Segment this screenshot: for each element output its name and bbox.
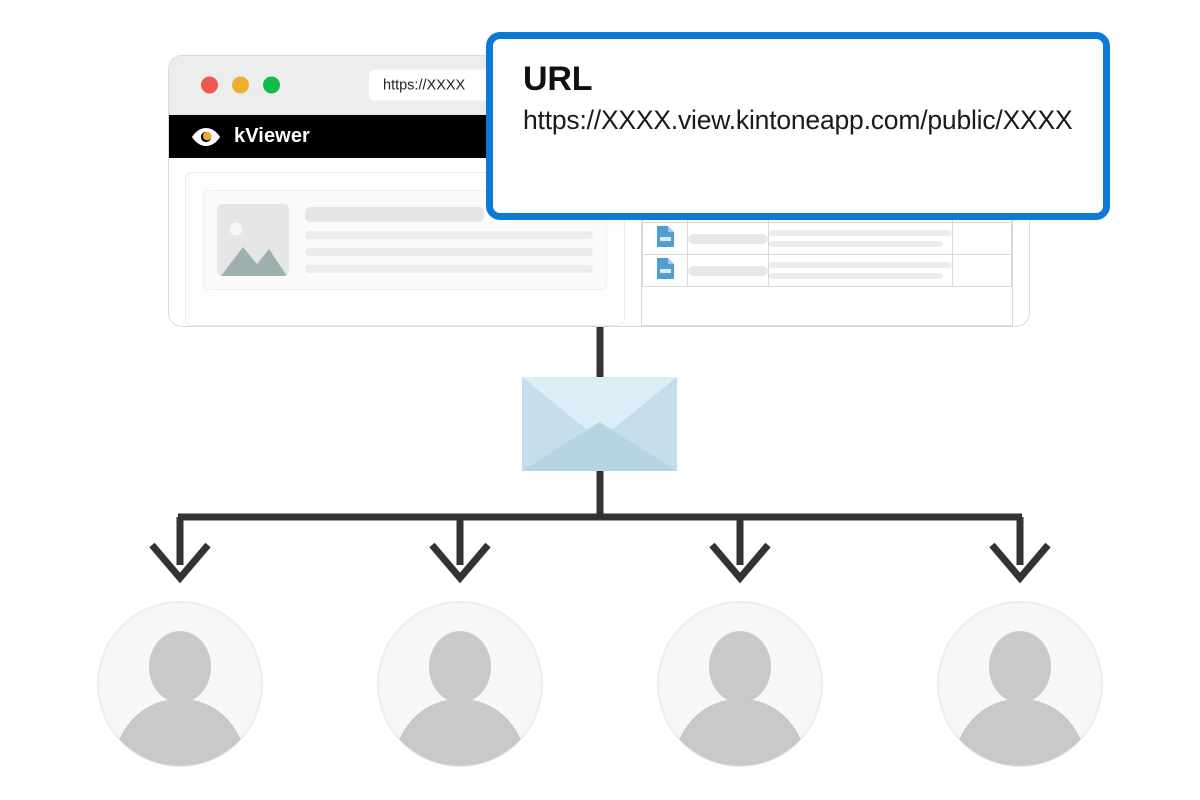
document-icon <box>656 225 674 247</box>
eye-icon <box>192 127 220 146</box>
traffic-lights <box>201 76 280 94</box>
close-window-button[interactable] <box>201 76 218 94</box>
row-pill-cell <box>687 222 769 255</box>
recipient-avatar[interactable] <box>657 601 823 767</box>
image-placeholder-icon <box>217 204 289 276</box>
recipient-avatar[interactable] <box>937 601 1103 767</box>
document-icon <box>656 257 674 279</box>
record-list-panel <box>641 172 1013 326</box>
browser-content <box>169 158 1029 326</box>
app-name-label: kViewer <box>234 125 310 147</box>
skeleton-line <box>305 265 593 273</box>
skeleton-title <box>305 207 484 222</box>
row-tail-cell <box>952 254 1012 287</box>
url-callout-label: URL <box>523 60 593 98</box>
mountain-image-glyph <box>221 222 287 276</box>
skeleton-line <box>305 231 593 239</box>
arrow-head-2 <box>429 542 491 584</box>
row-lines-cell <box>768 222 953 255</box>
row-tail-cell <box>952 222 1012 255</box>
recipient-avatar[interactable] <box>377 601 543 767</box>
address-bar-text: https://XXXX <box>383 77 466 93</box>
record-skeleton-text <box>305 204 593 276</box>
row-lines-cell <box>768 254 953 287</box>
envelope-icon <box>522 377 677 471</box>
url-callout-value[interactable]: https://XXXX.view.kintoneapp.com/public/… <box>523 104 1073 135</box>
row-icon-cell <box>642 222 688 255</box>
minimize-window-button[interactable] <box>232 76 249 94</box>
arrow-head-3 <box>709 542 771 584</box>
arrow-head-4 <box>989 542 1051 584</box>
table-row[interactable] <box>642 254 1012 287</box>
url-callout-box: URL https://XXXX.view.kintoneapp.com/pub… <box>486 32 1110 220</box>
row-pill-cell <box>687 254 769 287</box>
recipient-avatar[interactable] <box>97 601 263 767</box>
row-icon-cell <box>642 254 688 287</box>
maximize-window-button[interactable] <box>263 76 280 94</box>
skeleton-line <box>305 248 593 256</box>
table-row[interactable] <box>642 222 1012 255</box>
arrow-head-1 <box>149 542 211 584</box>
